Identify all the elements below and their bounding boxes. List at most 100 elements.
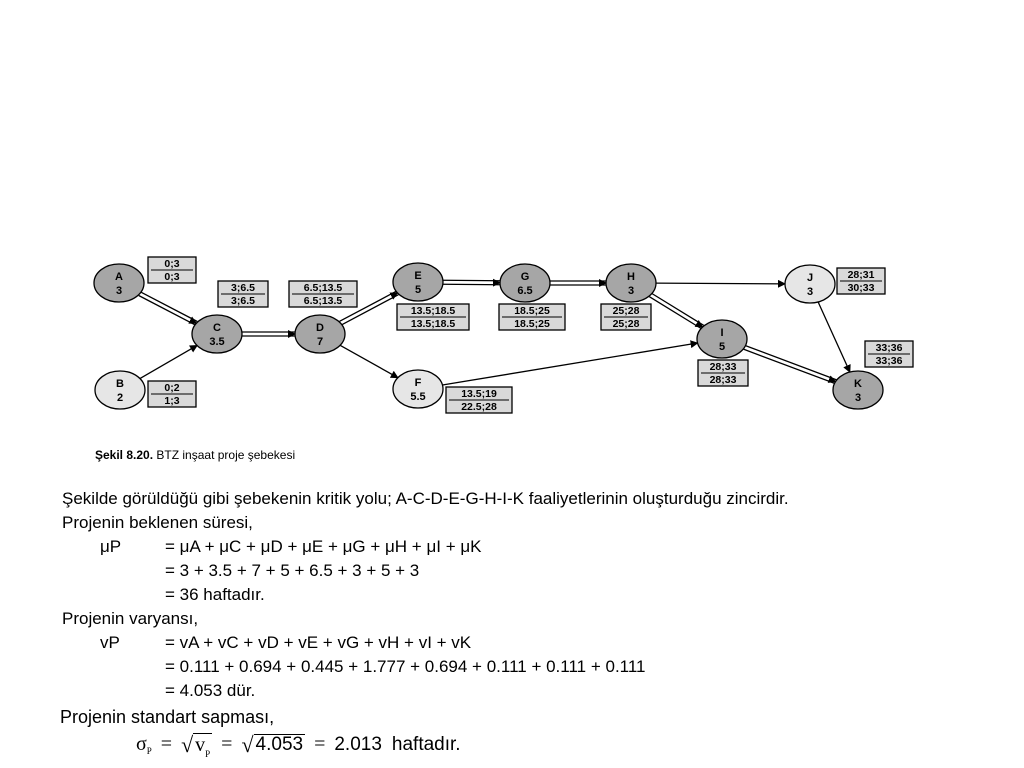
- sqrt-value-radicand: 4.053: [253, 733, 306, 755]
- mu-equation-2: = 3 + 3.5 + 7 + 5 + 6.5 + 3 + 5 + 3: [165, 561, 420, 580]
- node-H-shape: [605, 263, 657, 303]
- equals-2: =: [221, 733, 233, 755]
- node-K-shape: [832, 370, 884, 410]
- edge-A-C: [138, 291, 198, 326]
- node-G: G6.5: [499, 263, 551, 303]
- node-E: E5: [392, 262, 444, 302]
- node-C-letter: C: [213, 322, 221, 334]
- node-A-shape: [93, 263, 145, 303]
- sqrt-variance: √ vP: [181, 732, 213, 759]
- time-boxes-layer: 0;30;30;21;33;6.53;6.56.5;13.56.5;13.513…: [147, 256, 914, 414]
- mu-equation-1: = μA + μC + μD + μE + μG + μH + μI + μK: [165, 537, 482, 556]
- v-lhs: vP: [100, 633, 120, 652]
- v-equation-2: = 0.111 + 0.694 + 0.445 + 1.777 + 0.694 …: [165, 657, 646, 676]
- time-box-B-early: 0;2: [164, 382, 179, 394]
- node-B-letter: B: [116, 378, 124, 390]
- edge-H-I: [649, 292, 704, 330]
- edge-D-F: [339, 344, 399, 379]
- variance-heading: Projenin varyansı,: [62, 609, 199, 628]
- node-F-duration: 5.5: [410, 391, 425, 403]
- time-box-C-early: 3;6.5: [231, 282, 255, 294]
- sqrt-value: √ 4.053: [241, 731, 306, 757]
- equals-3: =: [314, 733, 326, 755]
- node-I: I5: [696, 319, 748, 359]
- critical-path-sentence: Şekilde görüldüğü gibi şebekenin kritik …: [62, 489, 789, 508]
- node-F: F 5.5: [392, 369, 444, 409]
- time-box-A-late: 0;3: [164, 271, 179, 283]
- time-box-C: 3;6.53;6.5: [217, 280, 269, 308]
- node-F-letter: F: [415, 377, 422, 389]
- v-equation-1: = vA + vC + vD + vE + vG + vH + vI + vK: [165, 633, 472, 652]
- node-K-duration: 3: [855, 392, 861, 404]
- expected-duration-heading: Projenin beklenen süresi,: [62, 513, 253, 532]
- node-I-shape: [696, 319, 748, 359]
- equals-1: =: [160, 733, 173, 755]
- radical-icon: √: [241, 731, 254, 757]
- time-box-I-early: 28;33: [710, 361, 737, 373]
- radical-icon: √: [181, 732, 194, 757]
- time-box-H-late: 25;28: [613, 318, 640, 330]
- node-A-letter: A: [115, 271, 123, 283]
- node-A-duration: 3: [116, 285, 122, 297]
- mu-lhs: μP: [100, 537, 122, 556]
- node-D-letter: D: [316, 322, 324, 334]
- node-J-shape: [784, 264, 836, 304]
- time-box-G-late: 18.5;25: [514, 318, 550, 330]
- mu-equation-3: = 36 haftadır.: [165, 585, 265, 604]
- node-J-duration: 3: [807, 286, 813, 298]
- edge-I-K: [743, 344, 837, 385]
- sigma-subscript: P: [146, 745, 152, 756]
- node-J: J3: [784, 264, 836, 304]
- time-box-J-late: 30;33: [848, 282, 875, 294]
- time-box-E: 13.5;18.513.5;18.5: [396, 303, 470, 331]
- time-box-E-late: 13.5;18.5: [411, 318, 456, 330]
- node-B-duration: 2: [117, 392, 123, 404]
- edge-H-J: [655, 279, 787, 288]
- sigma-symbol: σ: [136, 733, 147, 755]
- time-box-A: 0;30;3: [147, 256, 197, 284]
- node-E-duration: 5: [415, 284, 421, 296]
- node-C-shape: [191, 314, 243, 354]
- v-subscript: P: [205, 749, 211, 759]
- node-G-letter: G: [521, 271, 530, 283]
- node-F-shape: [392, 369, 444, 409]
- time-box-H-early: 25;28: [613, 305, 640, 317]
- time-box-D-early: 6.5;13.5: [304, 282, 343, 294]
- std-dev-heading: Projenin standart sapması,: [60, 707, 275, 727]
- caption-label: Şekil 8.20.: [95, 448, 154, 462]
- node-I-letter: I: [720, 327, 723, 339]
- node-C-duration: 3.5: [209, 336, 224, 348]
- node-D: D7: [294, 314, 346, 354]
- time-box-I-late: 28;33: [710, 374, 737, 386]
- v-equation-3: = 4.053 dür.: [165, 681, 256, 700]
- node-K: K3: [832, 370, 884, 410]
- v-symbol: v: [195, 734, 206, 756]
- time-box-D: 6.5;13.56.5;13.5: [288, 280, 358, 308]
- node-H-letter: H: [627, 271, 635, 283]
- edge-C-D: [242, 330, 296, 338]
- time-box-E-early: 13.5;18.5: [411, 305, 456, 317]
- edge-B-C: [139, 344, 198, 380]
- time-box-G-early: 18.5;25: [514, 305, 550, 317]
- time-box-K-late: 33;36: [876, 355, 903, 367]
- node-J-letter: J: [807, 272, 813, 284]
- node-C: C 3.5: [191, 314, 243, 354]
- sqrt-variance-radicand: vP: [193, 733, 213, 759]
- node-B: B2: [94, 370, 146, 410]
- time-box-F-late: 22.5;28: [461, 401, 497, 413]
- edge-G-H: [550, 279, 607, 287]
- time-box-C-late: 3;6.5: [231, 295, 255, 307]
- node-D-duration: 7: [317, 336, 323, 348]
- time-box-A-early: 0;3: [164, 258, 179, 270]
- node-I-duration: 5: [719, 341, 725, 353]
- node-K-letter: K: [854, 378, 862, 390]
- edge-J-K: [817, 301, 851, 373]
- edges-layer: [138, 278, 851, 386]
